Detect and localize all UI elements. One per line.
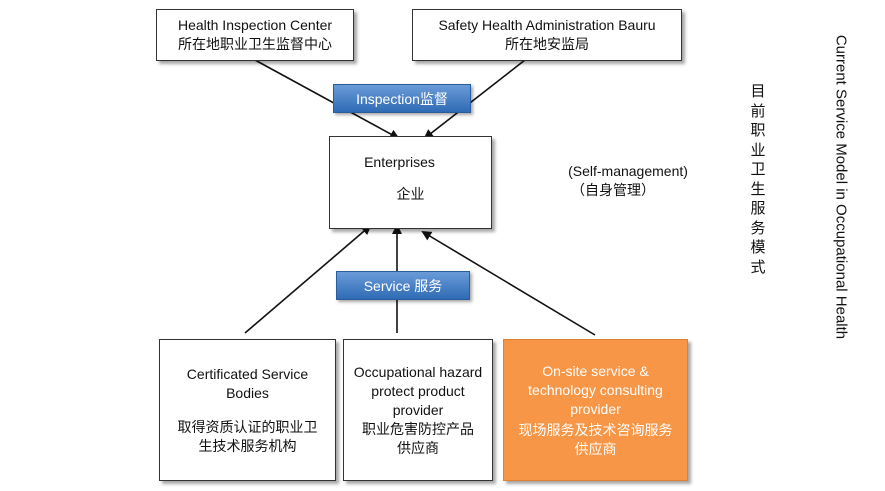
vertical-title-en: Current Service Model in Occupational He… <box>832 34 850 340</box>
health-inspection-center-en: Health Inspection Center <box>177 17 333 33</box>
arrow-left-to-enterprises <box>244 224 372 334</box>
onsite-service-provider-en: On-site service & technology consulting … <box>528 362 663 417</box>
arrow-right-to-enterprises <box>421 230 596 336</box>
health-inspection-center-zh: 所在地职业卫生监督中心 <box>178 36 332 52</box>
onsite-service-provider-zh: 现场服务及技术咨询服务供应商 <box>518 421 673 457</box>
certificated-service-bodies-box: Certificated Service Bodies 取得资质认证的职业卫生技… <box>159 339 336 481</box>
enterprises-en: Enterprises <box>364 154 435 170</box>
safety-health-admin-zh: 所在地安监局 <box>505 36 589 52</box>
service-tag: Service 服务 <box>336 271 470 300</box>
certificated-service-bodies-zh: 取得资质认证的职业卫生技术服务机构 <box>177 418 318 454</box>
arrow-top-right-to-enterprises <box>423 59 526 140</box>
hazard-product-provider-en: Occupational hazard protect product prov… <box>353 363 483 418</box>
certificated-service-bodies-en: Certificated Service Bodies <box>186 365 309 401</box>
hazard-product-provider-box: Occupational hazard protect product prov… <box>343 339 493 481</box>
self-management-label: (Self-management) （自身管理） <box>553 162 703 200</box>
self-management-zh: （自身管理） <box>571 182 655 198</box>
inspection-tag: Inspection监督 <box>333 84 471 113</box>
arrow-top-left-to-enterprises <box>254 59 400 139</box>
safety-health-admin-box: Safety Health Administration Bauru 所在地安监… <box>412 9 682 61</box>
enterprises-box: Enterprises 企业 <box>329 136 492 229</box>
health-inspection-center-box: Health Inspection Center 所在地职业卫生监督中心 <box>156 9 354 61</box>
self-management-en: (Self-management) <box>568 163 688 179</box>
hazard-product-provider-zh: 职业危害防控产品供应商 <box>362 420 474 456</box>
enterprises-zh: 企业 <box>396 186 425 202</box>
vertical-title-zh: 目前职业卫生服务模式 <box>750 83 766 276</box>
onsite-service-provider-box: On-site service & technology consulting … <box>503 339 688 481</box>
safety-health-admin-en: Safety Health Administration Bauru <box>438 17 656 33</box>
